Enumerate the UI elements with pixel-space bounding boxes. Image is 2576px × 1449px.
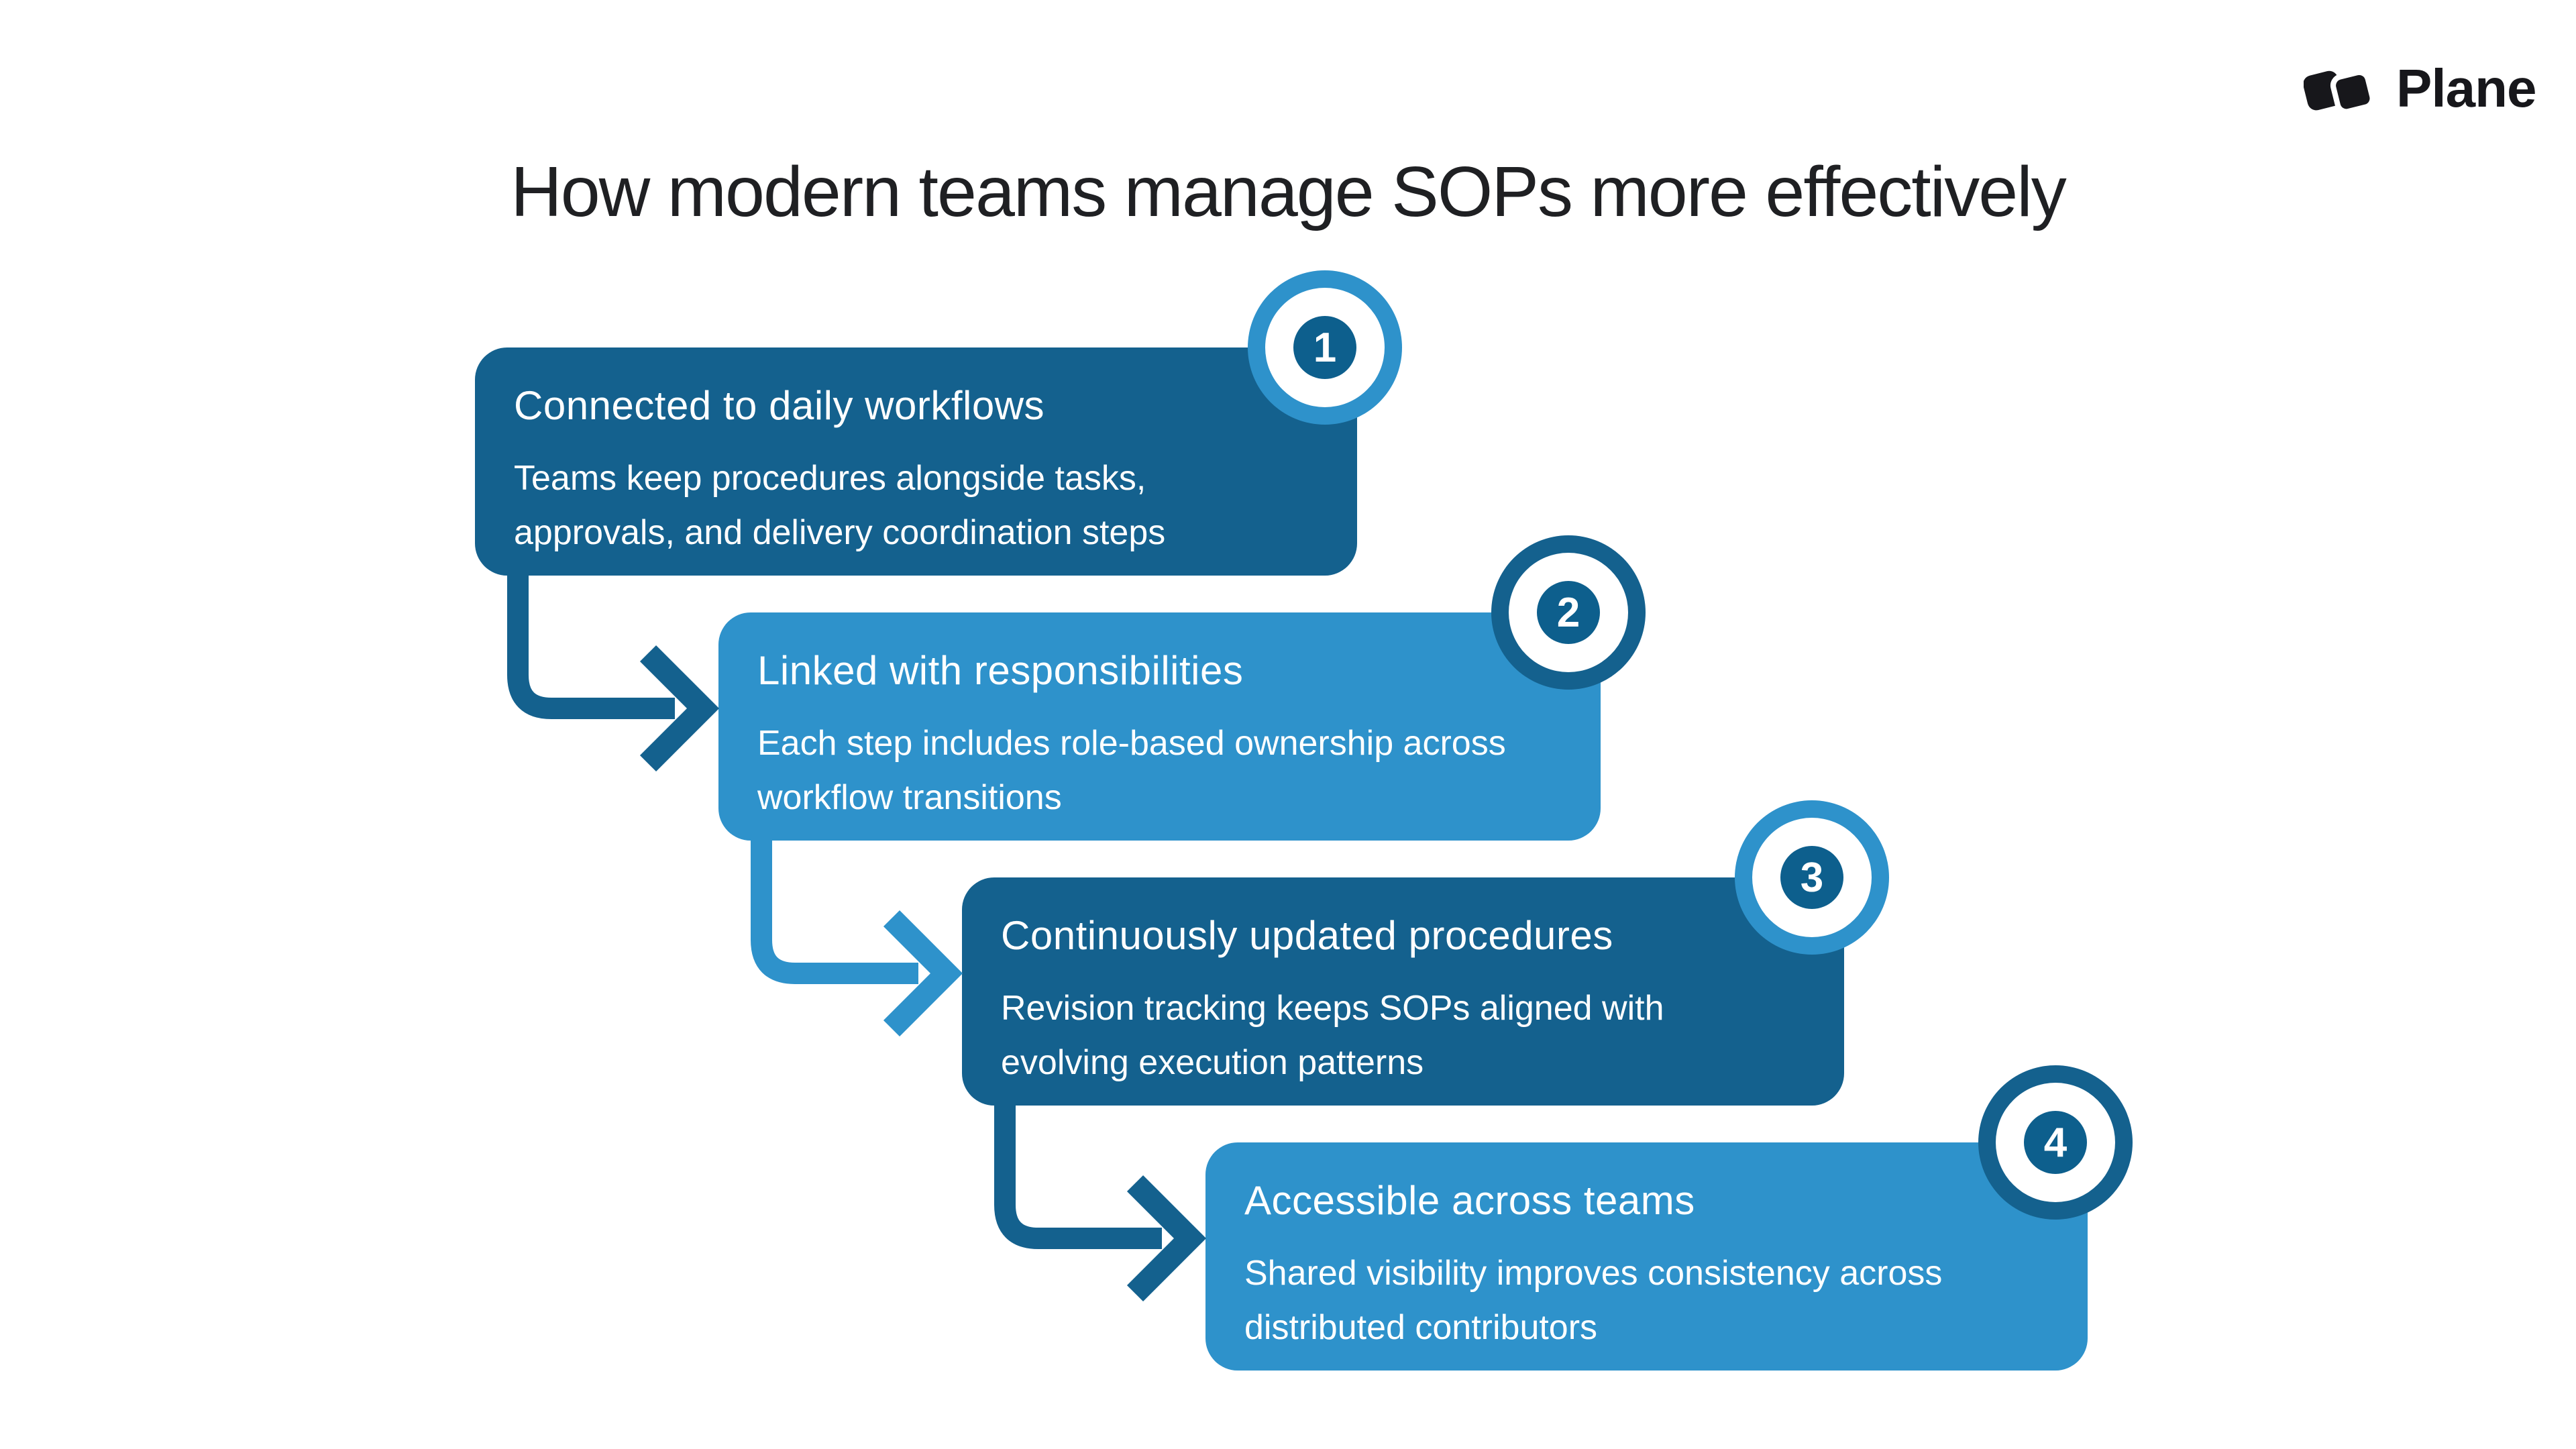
step-card-1: Connected to daily workflows Teams keep …	[475, 347, 1357, 576]
step-4-heading: Accessible across teams	[1244, 1178, 1695, 1223]
arrow-step1-to-step2-icon	[507, 574, 735, 797]
step-3-badge: 3	[1735, 800, 1889, 955]
step-3-description: Revision tracking keeps SOPs aligned wit…	[1001, 989, 1664, 1082]
step-4-number: 4	[2024, 1111, 2087, 1174]
arrow-step2-to-step3-icon	[751, 839, 979, 1062]
step-1-number: 1	[1293, 316, 1356, 379]
step-3-badge-ring: 3	[1752, 818, 1872, 937]
arrow-step3-to-step4-icon	[994, 1104, 1222, 1327]
step-2-badge-ring: 2	[1509, 553, 1628, 672]
step-card-2: Linked with responsibilities Each step i…	[718, 612, 1601, 841]
step-2-number: 2	[1537, 581, 1600, 644]
step-2-heading: Linked with responsibilities	[757, 648, 1244, 693]
page-title: How modern teams manage SOPs more effect…	[511, 152, 2067, 231]
step-4-badge-ring: 4	[1996, 1083, 2115, 1202]
step-1-description: Teams keep procedures alongside tasks, a…	[514, 459, 1166, 552]
step-card-4: Accessible across teams Shared visibilit…	[1205, 1142, 2088, 1371]
plane-logo-icon	[2304, 69, 2375, 113]
step-1-heading: Connected to daily workflows	[514, 383, 1045, 428]
step-2-badge: 2	[1491, 535, 1646, 690]
step-4-badge: 4	[1978, 1065, 2133, 1220]
step-card-3: Continuously updated procedures Revision…	[962, 877, 1844, 1106]
plane-logo: Plane	[2304, 62, 2536, 115]
step-1-badge-ring: 1	[1265, 288, 1385, 407]
step-3-heading: Continuously updated procedures	[1001, 913, 1613, 958]
step-2-description: Each step includes role-based ownership …	[757, 724, 1506, 817]
step-4-description: Shared visibility improves consistency a…	[1244, 1254, 1943, 1347]
step-3-number: 3	[1780, 846, 1843, 909]
plane-logo-wordmark: Plane	[2396, 58, 2536, 118]
step-1-badge: 1	[1248, 270, 1402, 425]
